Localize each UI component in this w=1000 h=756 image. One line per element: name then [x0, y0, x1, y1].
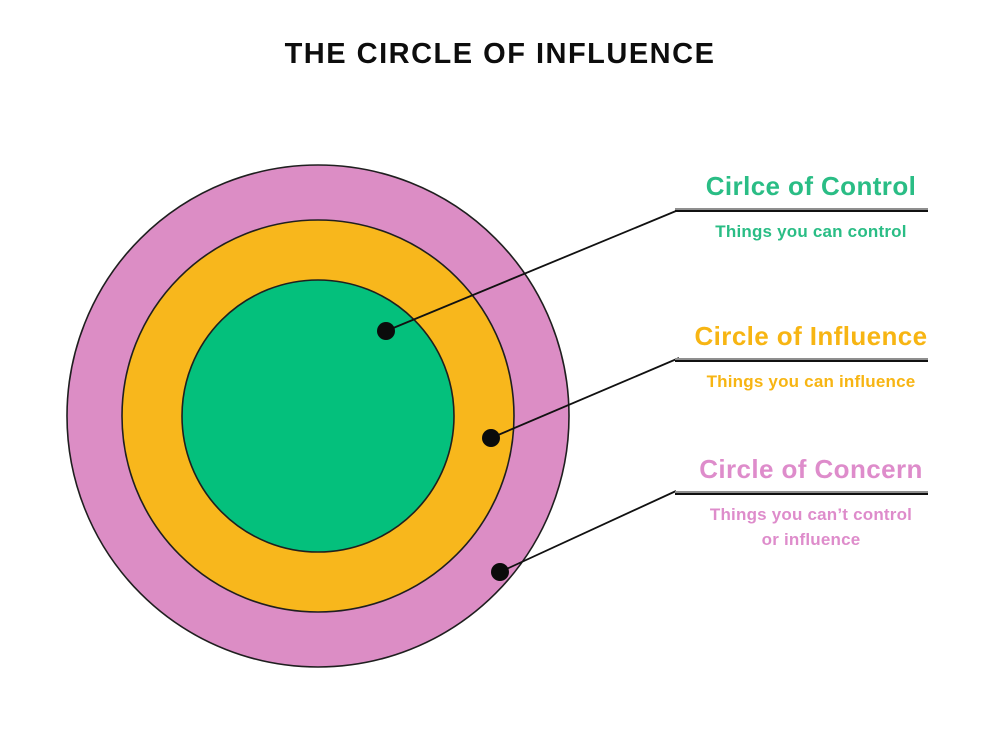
control-label-title: Cirlce of Control [705, 171, 917, 201]
connector-line-control [385, 210, 677, 332]
anchor-dot-concern [491, 563, 509, 581]
influence-label-title: Circle of Influence [694, 321, 928, 351]
anchor-dot-control [377, 322, 395, 340]
influence-label-underline [675, 358, 928, 362]
concern-label-underline [675, 491, 928, 495]
label-group-control: Cirlce of Control Things you can control [660, 171, 962, 281]
concern-label-title: Circle of Concern [699, 454, 923, 484]
concern-label-subtitle-line2: or influence [761, 530, 861, 549]
concern-label-subtitle-line1: Things you can’t control [709, 505, 913, 524]
anchor-dot-influence [482, 429, 500, 447]
page-title: THE CIRCLE OF INFLUENCE [284, 38, 716, 70]
control-label-underline [675, 208, 928, 212]
influence-label-subtitle: Things you can influence [706, 372, 916, 391]
label-group-concern: Circle of Concern Things you can’t contr… [660, 454, 962, 564]
connector-line-concern [499, 490, 677, 573]
circle-control-ring [181, 279, 455, 553]
concern-label-subtitle: Things you can’t control or influence [660, 502, 962, 552]
label-group-influence: Circle of Influence Things you can influ… [660, 321, 962, 431]
connector-line-influence [490, 357, 680, 439]
control-label-subtitle: Things you can control [715, 222, 907, 241]
